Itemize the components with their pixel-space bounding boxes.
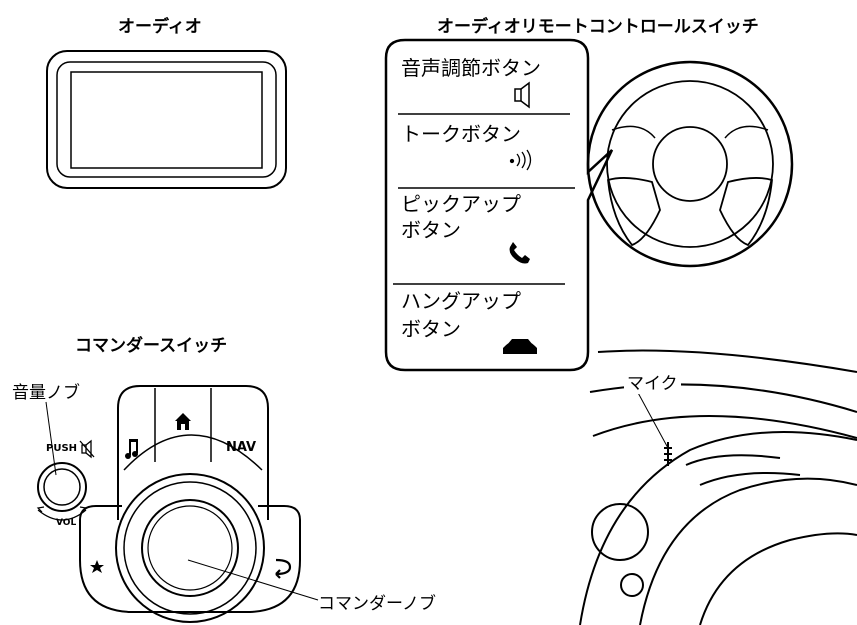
volume-knob-label: 音量ノブ (12, 383, 80, 403)
music-icon (125, 439, 138, 459)
hangup-button-label-line2: ボタン (401, 317, 461, 341)
commander-knob-leader (187, 559, 319, 601)
speaker-icon (514, 81, 530, 109)
hangup-button-label-line1: ハングアップ (401, 289, 521, 313)
pickup-button-label-line2: ボタン (401, 218, 461, 242)
pickup-button-label-line1: ピックアップ (401, 192, 521, 216)
talk-button-label: トークボタン (401, 122, 521, 146)
remote-control-heading: オーディオリモートコントロールスイッチ (437, 17, 759, 37)
nav-label: NAV (226, 440, 257, 455)
talk-icon (509, 149, 532, 171)
microphone-label: マイク (624, 369, 681, 394)
commander-switch-heading: コマンダースイッチ (75, 336, 228, 356)
favorites-star-icon (90, 560, 104, 573)
vol-label: VOL (56, 518, 77, 528)
volume-button-label: 音声調節ボタン (401, 56, 541, 80)
phone-hangup-icon (503, 339, 537, 354)
commander-switch (36, 385, 301, 623)
mute-icon (79, 439, 95, 459)
home-icon (175, 413, 191, 430)
steering-wheel (586, 60, 794, 268)
remote-control-panel-frame (384, 38, 614, 372)
dashboard-illustration (579, 349, 857, 625)
commander-knob-label: コマンダーノブ (318, 594, 436, 614)
phone-pickup-icon (509, 242, 530, 264)
push-label: PUSH (46, 443, 78, 454)
audio-display (46, 50, 287, 189)
back-arrow-icon (275, 558, 292, 579)
volume-knob-leader (45, 401, 57, 476)
audio-heading: オーディオ (118, 17, 202, 37)
